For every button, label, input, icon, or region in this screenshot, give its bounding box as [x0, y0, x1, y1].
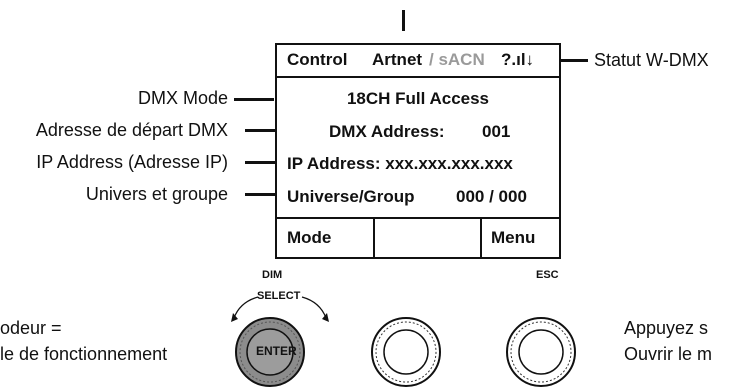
dmx-mode-value: 18CH Full Access	[346, 89, 490, 108]
esc-knob[interactable]	[505, 316, 577, 388]
label-ip-address: IP Address (Adresse IP)	[36, 152, 228, 172]
leader-wdmx-status	[560, 59, 588, 62]
dmx-mode-row: 18CH Full Access	[277, 84, 559, 114]
bottom-right-line-2: Ouvrir le m	[624, 344, 713, 364]
button-separator-2	[480, 219, 482, 257]
universe-row: Universe/Group 000 / 000	[277, 182, 559, 212]
label-wdmx-status: Statut W-DMX	[594, 50, 709, 70]
leader-dmx-start	[245, 129, 275, 132]
label-universe: Univers et groupe	[85, 184, 228, 204]
enter-knob[interactable]	[234, 316, 306, 388]
esc-label: ESC	[536, 269, 559, 281]
label-dmx-start: Adresse de départ DMX	[35, 120, 228, 140]
screen-header-row: Control Artnet / sACN ?.ıl↓	[277, 45, 559, 75]
dmx-address-row: DMX Address: 001	[277, 117, 559, 147]
dim-label: DIM	[262, 269, 283, 281]
bottom-right-line-1: Appuyez s	[624, 318, 709, 338]
wireless-status-icon: ?.ıl↓	[501, 50, 535, 69]
enter-label: ENTER	[256, 344, 297, 358]
universe-label: Universe/Group	[287, 187, 415, 206]
header-divider	[277, 76, 559, 78]
leader-ip-address	[245, 161, 275, 164]
mode-button[interactable]: Mode	[287, 223, 367, 253]
control-text: Control	[287, 50, 348, 69]
bottom-left-line-2: le de fonctionnement	[0, 344, 168, 364]
menu-button[interactable]: Menu	[491, 223, 557, 253]
label-dmx-mode: DMX Mode	[137, 88, 228, 108]
top-indicator-line	[402, 10, 405, 31]
rotate-arrow-icon	[231, 296, 329, 322]
ip-address-text: IP Address: xxx.xxx.xxx.xxx	[287, 154, 513, 173]
middle-knob[interactable]	[370, 316, 442, 388]
dmx-address-value: 001	[482, 122, 511, 141]
display-screen: Control Artnet / sACN ?.ıl↓ 18CH Full Ac…	[275, 43, 561, 259]
universe-value: 000 / 000	[456, 187, 527, 206]
dmx-address-label: DMX Address:	[329, 122, 445, 141]
leader-dmx-mode	[234, 98, 274, 101]
buttons-divider	[277, 217, 559, 219]
leader-universe	[245, 193, 275, 196]
bottom-left-line-1: odeur =	[0, 318, 62, 338]
artnet-text: Artnet	[372, 50, 423, 69]
ip-address-row: IP Address: xxx.xxx.xxx.xxx	[277, 149, 559, 179]
sacn-text: / sACN	[429, 50, 485, 69]
menu-button-label: Menu	[491, 228, 536, 247]
select-label: SELECT	[257, 290, 301, 302]
button-separator-1	[373, 219, 375, 257]
mode-button-label: Mode	[287, 228, 332, 247]
